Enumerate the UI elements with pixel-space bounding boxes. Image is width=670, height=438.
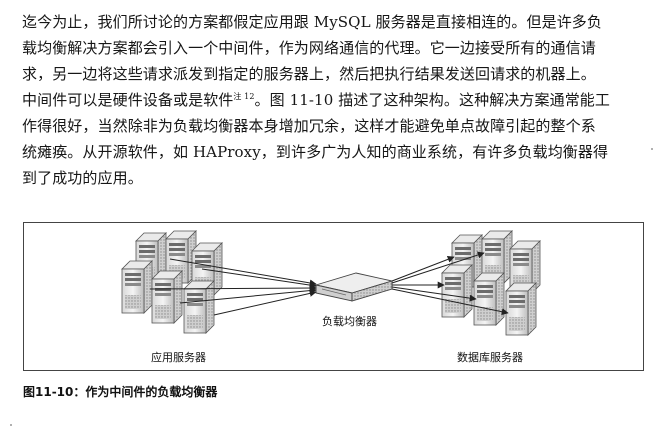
architecture-diagram bbox=[121, 230, 541, 336]
footnote-marker: 注 12 bbox=[233, 92, 255, 101]
scan-speck bbox=[651, 148, 653, 150]
paragraph-text: 。图 11-10 描述了这种架构。这种解决方案通常能工 bbox=[254, 91, 611, 109]
paragraph-line: 到了成功的应用。 bbox=[22, 169, 143, 187]
paragraph-line: 求，另一边将这些请求派发到指定的服务器上，然后把执行结果发送回请求的机器上。 bbox=[22, 65, 596, 83]
scan-speck bbox=[10, 424, 12, 426]
paragraph-line: 载均衡解决方案都会引入一个中间件，作为网络通信的代理。它一边接受所有的通信请 bbox=[22, 39, 596, 57]
db-servers-label: 数据库服务器 bbox=[457, 351, 523, 364]
paragraph-line: 作得很好，当然除非为负载均衡器本身增加冗余，这样才能避免单点故障引起的整个系 bbox=[22, 117, 596, 135]
figure-caption: 图11-10：作为中间件的负载均衡器 bbox=[23, 385, 218, 399]
app-servers-label: 应用服务器 bbox=[151, 351, 206, 364]
inbound-arrows bbox=[149, 258, 317, 316]
body-paragraph: 迄今为止，我们所讨论的方案都假定应用跟 MySQL 服务器是直接相连的。但是许多… bbox=[22, 9, 652, 191]
load-balancer-device bbox=[314, 272, 394, 302]
figure-frame: 负载均衡器 应用服务器 数据库服务器 bbox=[23, 222, 644, 371]
load-balancer-label: 负载均衡器 bbox=[322, 315, 377, 328]
paragraph-line-with-footnote: 中间件可以是硬件设备或是软件注 12。图 11-10 描述了这种架构。这种解决方… bbox=[22, 87, 652, 113]
db-server-cluster bbox=[441, 230, 541, 336]
outbound-arrows bbox=[391, 251, 509, 316]
paragraph-text: 中间件可以是硬件设备或是软件 bbox=[22, 91, 234, 109]
paragraph-line: 统瘫痪。从开源软件，如 HAProxy，到许多广为人知的商业系统，有许多负载均衡… bbox=[22, 143, 609, 161]
paragraph-line: 迄今为止，我们所讨论的方案都假定应用跟 MySQL 服务器是直接相连的。但是许多… bbox=[22, 13, 603, 31]
app-server-cluster bbox=[121, 230, 223, 334]
